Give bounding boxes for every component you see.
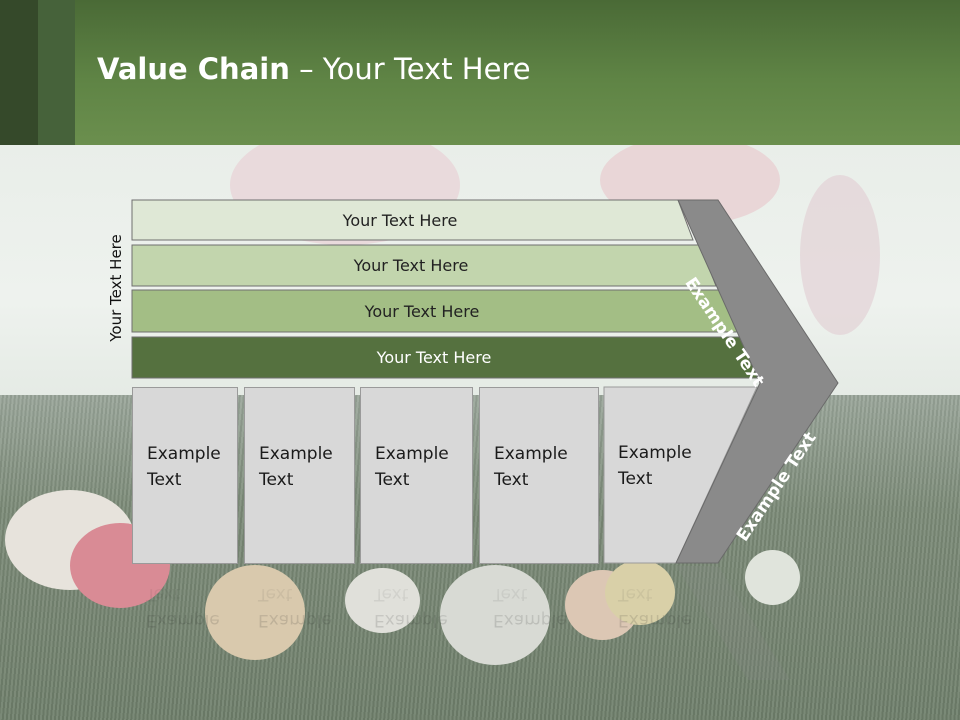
reflection-line-2: Text xyxy=(618,584,653,604)
box-reflection-5: Example Text xyxy=(604,566,714,686)
header-accent-strip-light xyxy=(38,0,75,145)
slide-title: Value Chain – Your Text Here xyxy=(97,52,531,96)
box-line-1: Example xyxy=(259,444,333,464)
box-line-2: Text xyxy=(618,469,653,489)
box-reflection-4: Example Text xyxy=(479,566,599,686)
reflection-line-2: Text xyxy=(258,584,293,604)
banner-1: Your Text Here xyxy=(132,200,688,240)
chain-box-4: Example Text xyxy=(479,387,599,564)
box-line-1: Example xyxy=(494,444,568,464)
chain-box-1: Example Text xyxy=(132,387,238,564)
reflection-line-2: Text xyxy=(146,584,181,604)
reflection-line-1: Example xyxy=(618,610,692,630)
box-line-1: Example xyxy=(147,444,221,464)
reflection-line-2: Text xyxy=(493,584,528,604)
banner-4: Your Text Here xyxy=(132,337,756,378)
chain-box-3: Example Text xyxy=(360,387,473,564)
header-accent-strip xyxy=(0,0,38,145)
reflection-line-1: Example xyxy=(258,610,332,630)
reflection-line-1: Example xyxy=(374,610,448,630)
banner-2: Your Text Here xyxy=(132,245,710,286)
chain-box-5: Example Text xyxy=(604,387,714,564)
box-line-2: Text xyxy=(259,470,294,490)
title-bold: Value Chain xyxy=(97,52,290,86)
vertical-side-label: Your Text Here xyxy=(107,234,125,342)
reflection-line-1: Example xyxy=(493,610,567,630)
chain-box-2: Example Text xyxy=(244,387,355,564)
reflection-line-2: Text xyxy=(374,584,409,604)
box-line-2: Text xyxy=(494,470,529,490)
box-reflection-1: Example Text xyxy=(132,566,238,686)
banner-label: Your Text Here xyxy=(376,348,492,367)
box-reflection-2: Example Text xyxy=(244,566,355,686)
box-line-1: Example xyxy=(375,444,449,464)
banner-label: Your Text Here xyxy=(342,210,458,230)
banner-3: Your Text Here xyxy=(132,290,732,332)
banner-label: Your Text Here xyxy=(353,256,469,275)
box-line-2: Text xyxy=(147,470,182,490)
title-rest: – Your Text Here xyxy=(289,52,531,86)
box-line-1: Example xyxy=(618,443,692,463)
header-bar: Value Chain – Your Text Here xyxy=(0,0,960,145)
box-line-2: Text xyxy=(375,470,410,490)
banner-label: Your Text Here xyxy=(364,301,480,321)
box-reflection-3: Example Text xyxy=(360,566,473,686)
reflection-line-1: Example xyxy=(146,610,220,630)
